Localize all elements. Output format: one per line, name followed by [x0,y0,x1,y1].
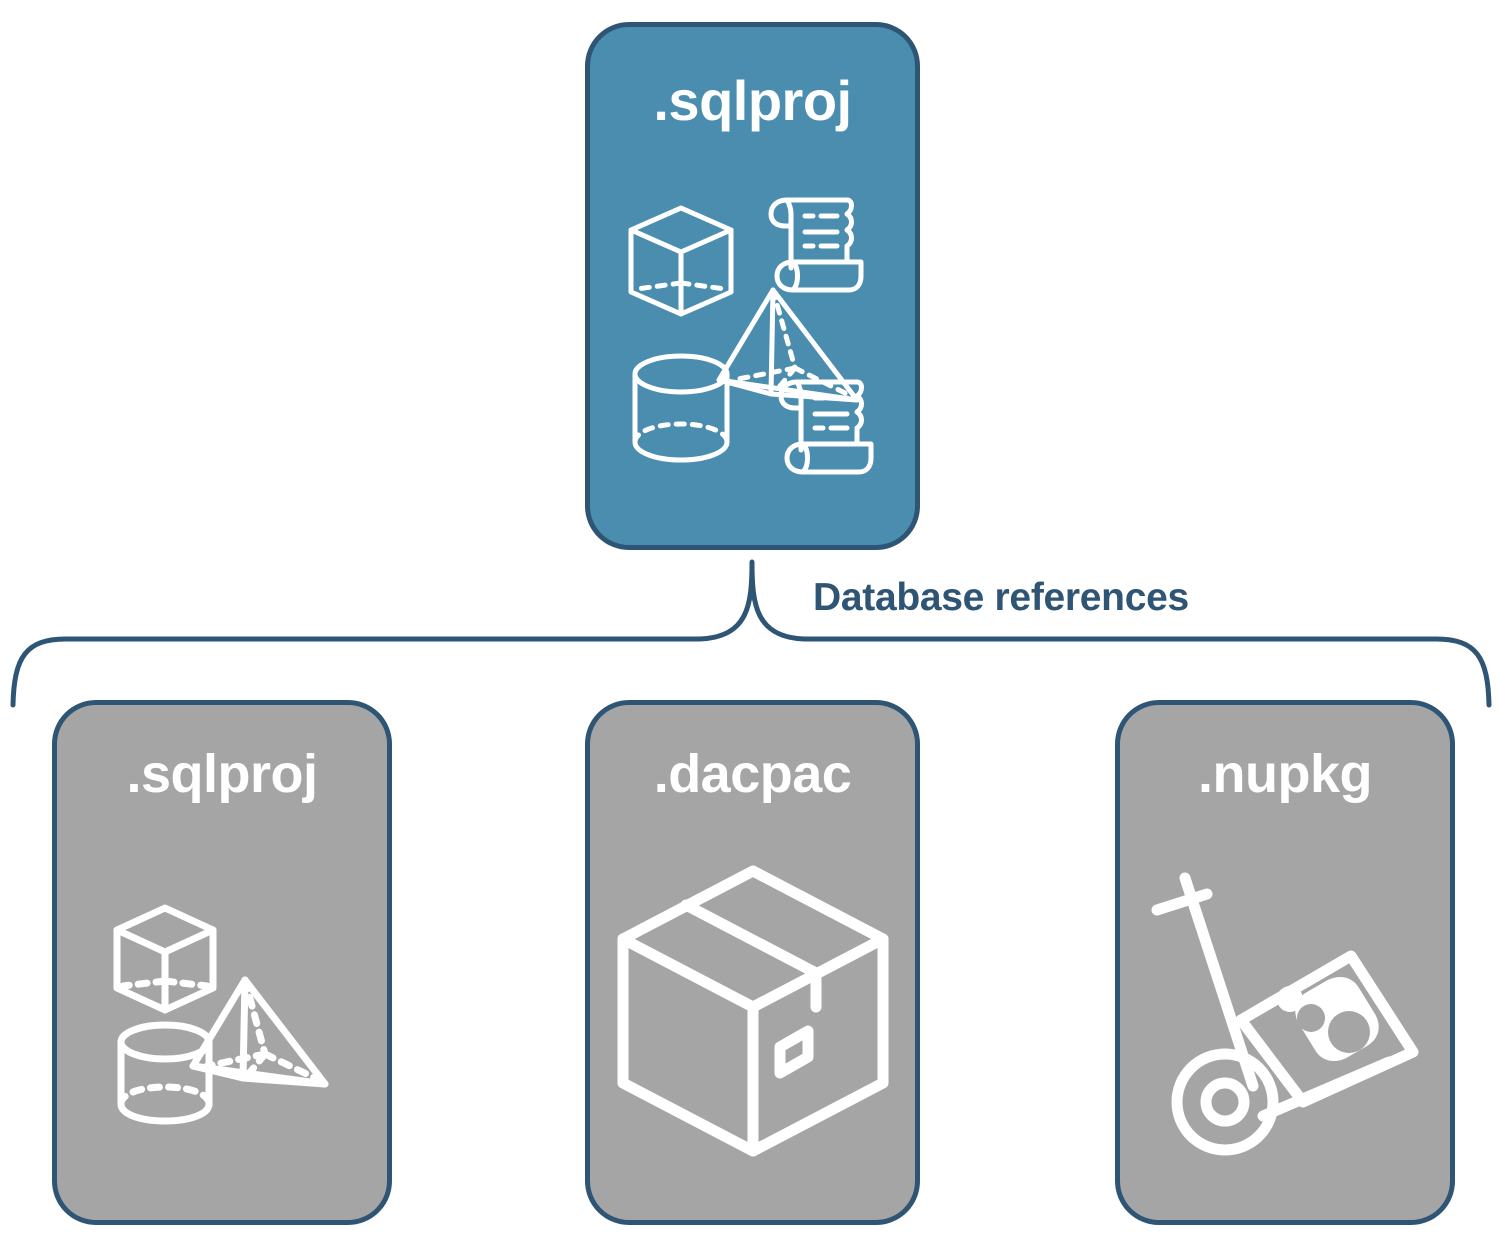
cylinder-icon [117,1021,213,1124]
script-scroll-icon [778,379,873,475]
pyramid-icon [189,976,329,1087]
cylinder-icon [632,353,729,463]
database-objects-icon-group [113,904,329,1124]
nuget-logo-icon [1277,976,1379,1061]
brace-label: Database references [813,576,1189,619]
shipping-box-icon [617,865,888,1156]
root-node-sqlproj[interactable]: .sqlproj [585,22,920,550]
dolly-wheel-icon [1171,1048,1279,1155]
reference-card-nupkg-label: .nupkg [1198,744,1372,804]
database-objects-icon-group [628,197,873,475]
reference-card-nupkg-artwork [1120,801,1450,1220]
reference-card-dacpac-label: .dacpac [653,744,852,804]
reference-card-sqlproj[interactable]: .sqlproj [52,700,392,1225]
cube-icon [113,904,217,1013]
reference-card-nupkg[interactable]: .nupkg [1115,700,1455,1225]
root-node-label: .sqlproj [653,69,852,132]
script-scroll-icon [768,197,863,293]
dolly-handle-icon [1151,888,1213,915]
database-references-brace [10,559,1492,708]
root-node-artwork [590,129,915,545]
reference-card-dacpac[interactable]: .dacpac [585,700,920,1225]
reference-card-sqlproj-label: .sqlproj [126,744,318,804]
hand-truck-package-icon [1151,872,1419,1155]
reference-card-dacpac-artwork [590,801,915,1220]
package-box-icon [1235,950,1419,1107]
cube-icon [628,205,733,317]
reference-card-sqlproj-artwork [57,801,387,1220]
